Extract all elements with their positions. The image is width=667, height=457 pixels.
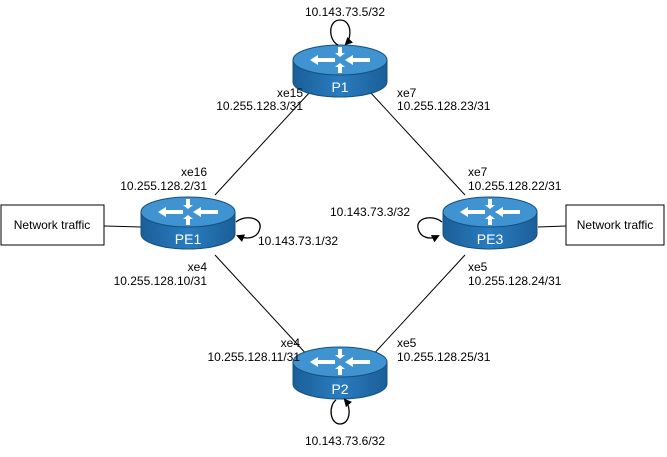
- router-label-p1: P1: [331, 79, 348, 95]
- traffic-box-left: Network traffic: [0, 204, 105, 246]
- if-label-pe1-xe4: xe4: [188, 260, 208, 274]
- traffic-label-left: Network traffic: [14, 218, 90, 232]
- link-p1-pe1: [214, 91, 311, 196]
- router-p1: P1: [292, 44, 388, 98]
- loopback-label-p2: 10.143.73.6/32: [305, 434, 385, 448]
- link-traffic-right-pe3: [537, 225, 567, 228]
- link-pe1-p2: [214, 254, 311, 359]
- ip-label-pe1-xe16: 10.255.128.2/31: [120, 179, 207, 193]
- if-label-p2-xe5: xe5: [397, 336, 417, 350]
- loopback-arrow-p2: [330, 398, 352, 425]
- if-label-p1-xe15: xe15: [277, 86, 303, 100]
- router-pe1: PE1: [140, 196, 236, 250]
- if-label-p2-xe4: xe4: [281, 336, 301, 350]
- if-label-pe3-xe7: xe7: [468, 165, 488, 179]
- loopback-label-p1: 10.143.73.5/32: [305, 5, 385, 19]
- ip-label-pe3-xe7: 10.255.128.22/31: [468, 179, 562, 193]
- loopback-arrow-p1: [330, 19, 354, 46]
- ip-label-p2-xe5: 10.255.128.25/31: [397, 350, 491, 364]
- loopback-arrow-pe1: [235, 217, 261, 242]
- router-pe3: PE3: [442, 196, 538, 250]
- ip-label-p1-xe7: 10.255.128.23/31: [397, 99, 491, 113]
- traffic-box-right: Network traffic: [565, 204, 665, 246]
- if-label-pe3-xe5: xe5: [468, 260, 488, 274]
- if-label-p1-xe7: xe7: [397, 86, 417, 100]
- ip-label-pe1-xe4: 10.255.128.10/31: [114, 274, 208, 288]
- traffic-label-right: Network traffic: [577, 218, 653, 232]
- router-label-pe3: PE3: [477, 231, 504, 247]
- router-label-pe1: PE1: [175, 231, 202, 247]
- ip-label-p2-xe4: 10.255.128.11/31: [207, 350, 300, 364]
- router-label-p2: P2: [331, 381, 348, 397]
- ip-label-p1-xe15: 10.255.128.3/31: [216, 99, 303, 113]
- router-p2: P2: [292, 346, 388, 400]
- if-label-pe1-xe16: xe16: [181, 165, 207, 179]
- loopback-label-pe1: 10.143.73.1/32: [258, 234, 338, 248]
- link-p1-pe3: [369, 91, 466, 196]
- ip-label-pe3-xe5: 10.255.128.24/31: [468, 274, 562, 288]
- loopback-arrow-pe3: [417, 217, 443, 243]
- link-traffic-left-pe1: [103, 225, 142, 228]
- link-pe3-p2: [369, 254, 466, 359]
- loopback-label-pe3: 10.143.73.3/32: [330, 205, 410, 219]
